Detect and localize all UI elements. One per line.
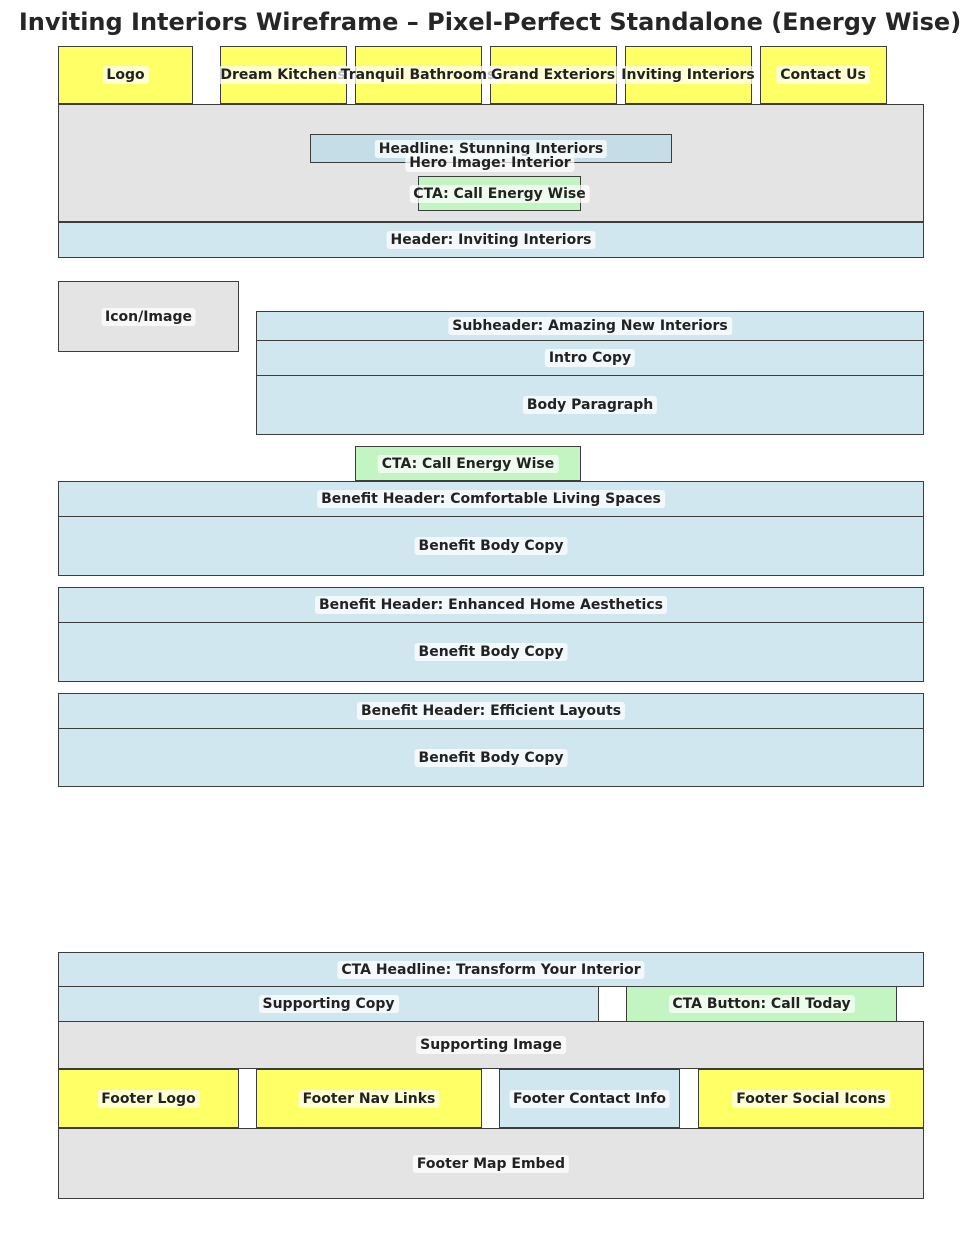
hero-header-label: Header: Inviting Interiors [386,231,596,249]
benefit-body-label: Benefit Body Copy [414,537,568,555]
nav-logo[interactable]: Logo [58,46,193,104]
intro-icon-image: Icon/Image [58,281,239,352]
footer-social-icons[interactable]: Footer Social Icons [698,1069,924,1128]
intro-subheader-label: Subheader: Amazing New Interiors [448,317,732,335]
intro-copy: Intro Copy [256,340,924,376]
cta-supporting-image-label: Supporting Image [416,1036,566,1054]
hero-image-label: Hero Image: Interior [405,154,575,172]
intro-body-label: Body Paragraph [522,396,658,414]
cta-headline-label: CTA Headline: Transform Your Interior [337,960,645,979]
hero-cta-button[interactable]: CTA: Call Energy Wise [409,176,590,211]
nav-item-label: Tranquil Bathrooms [336,66,500,84]
nav-item-label: Contact Us [776,66,870,84]
cta-headline: CTA Headline: Transform Your Interior [58,952,924,987]
nav-item-label: Dream Kitchens [216,66,350,84]
benefit-body: Benefit Body Copy [58,728,924,787]
intro-subheader: Subheader: Amazing New Interiors [256,311,924,341]
benefit-header-label: Benefit Header: Efficient Layouts [356,702,626,720]
nav-logo-label: Logo [102,66,149,84]
cta-call-today-button[interactable]: CTA Button: Call Today [626,986,897,1022]
benefit-body-label: Benefit Body Copy [414,643,568,661]
benefit-body: Benefit Body Copy [58,516,924,576]
benefit-header: Benefit Header: Efficient Layouts [58,693,924,729]
intro-copy-label: Intro Copy [544,349,636,367]
page-title: Inviting Interiors Wireframe – Pixel-Per… [18,8,962,36]
footer-nav-links[interactable]: Footer Nav Links [256,1069,482,1128]
hero-cta-label: CTA: Call Energy Wise [409,184,590,203]
hero-header: Header: Inviting Interiors [58,222,924,258]
benefit-header: Benefit Header: Comfortable Living Space… [58,481,924,517]
footer-map-label: Footer Map Embed [412,1154,570,1173]
cta-supporting-copy-label: Supporting Copy [258,995,399,1013]
benefit-header-label: Benefit Header: Enhanced Home Aesthetics [315,596,667,614]
footer-map-embed[interactable]: Footer Map Embed [58,1128,924,1199]
intro-cta-button[interactable]: CTA: Call Energy Wise [355,446,581,481]
cta-button-label: CTA Button: Call Today [668,995,855,1013]
benefit-body: Benefit Body Copy [58,622,924,682]
intro-icon-label: Icon/Image [101,307,196,326]
footer-contact-info: Footer Contact Info [499,1069,680,1128]
benefit-body-label: Benefit Body Copy [414,748,568,767]
hero-headline-label: Headline: Stunning Interiors [374,139,608,158]
nav-item-label: Inviting Interiors [617,66,759,84]
footer-contact-label: Footer Contact Info [509,1089,670,1108]
cta-supporting-image: Supporting Image [58,1021,924,1069]
nav-item-label: Grand Exteriors [486,66,620,84]
cta-supporting-copy: Supporting Copy [58,986,599,1022]
intro-body-paragraph: Body Paragraph [256,375,924,435]
hero-headline: Headline: Stunning Interiors [310,134,672,163]
footer-nav-links-label: Footer Nav Links [298,1089,440,1108]
benefit-header-label: Benefit Header: Comfortable Living Space… [317,490,665,508]
footer-social-label: Footer Social Icons [732,1089,890,1108]
benefit-header: Benefit Header: Enhanced Home Aesthetics [58,587,924,623]
intro-cta-label: CTA: Call Energy Wise [377,454,559,473]
footer-logo-label: Footer Logo [97,1089,200,1108]
footer-logo[interactable]: Footer Logo [58,1069,239,1128]
